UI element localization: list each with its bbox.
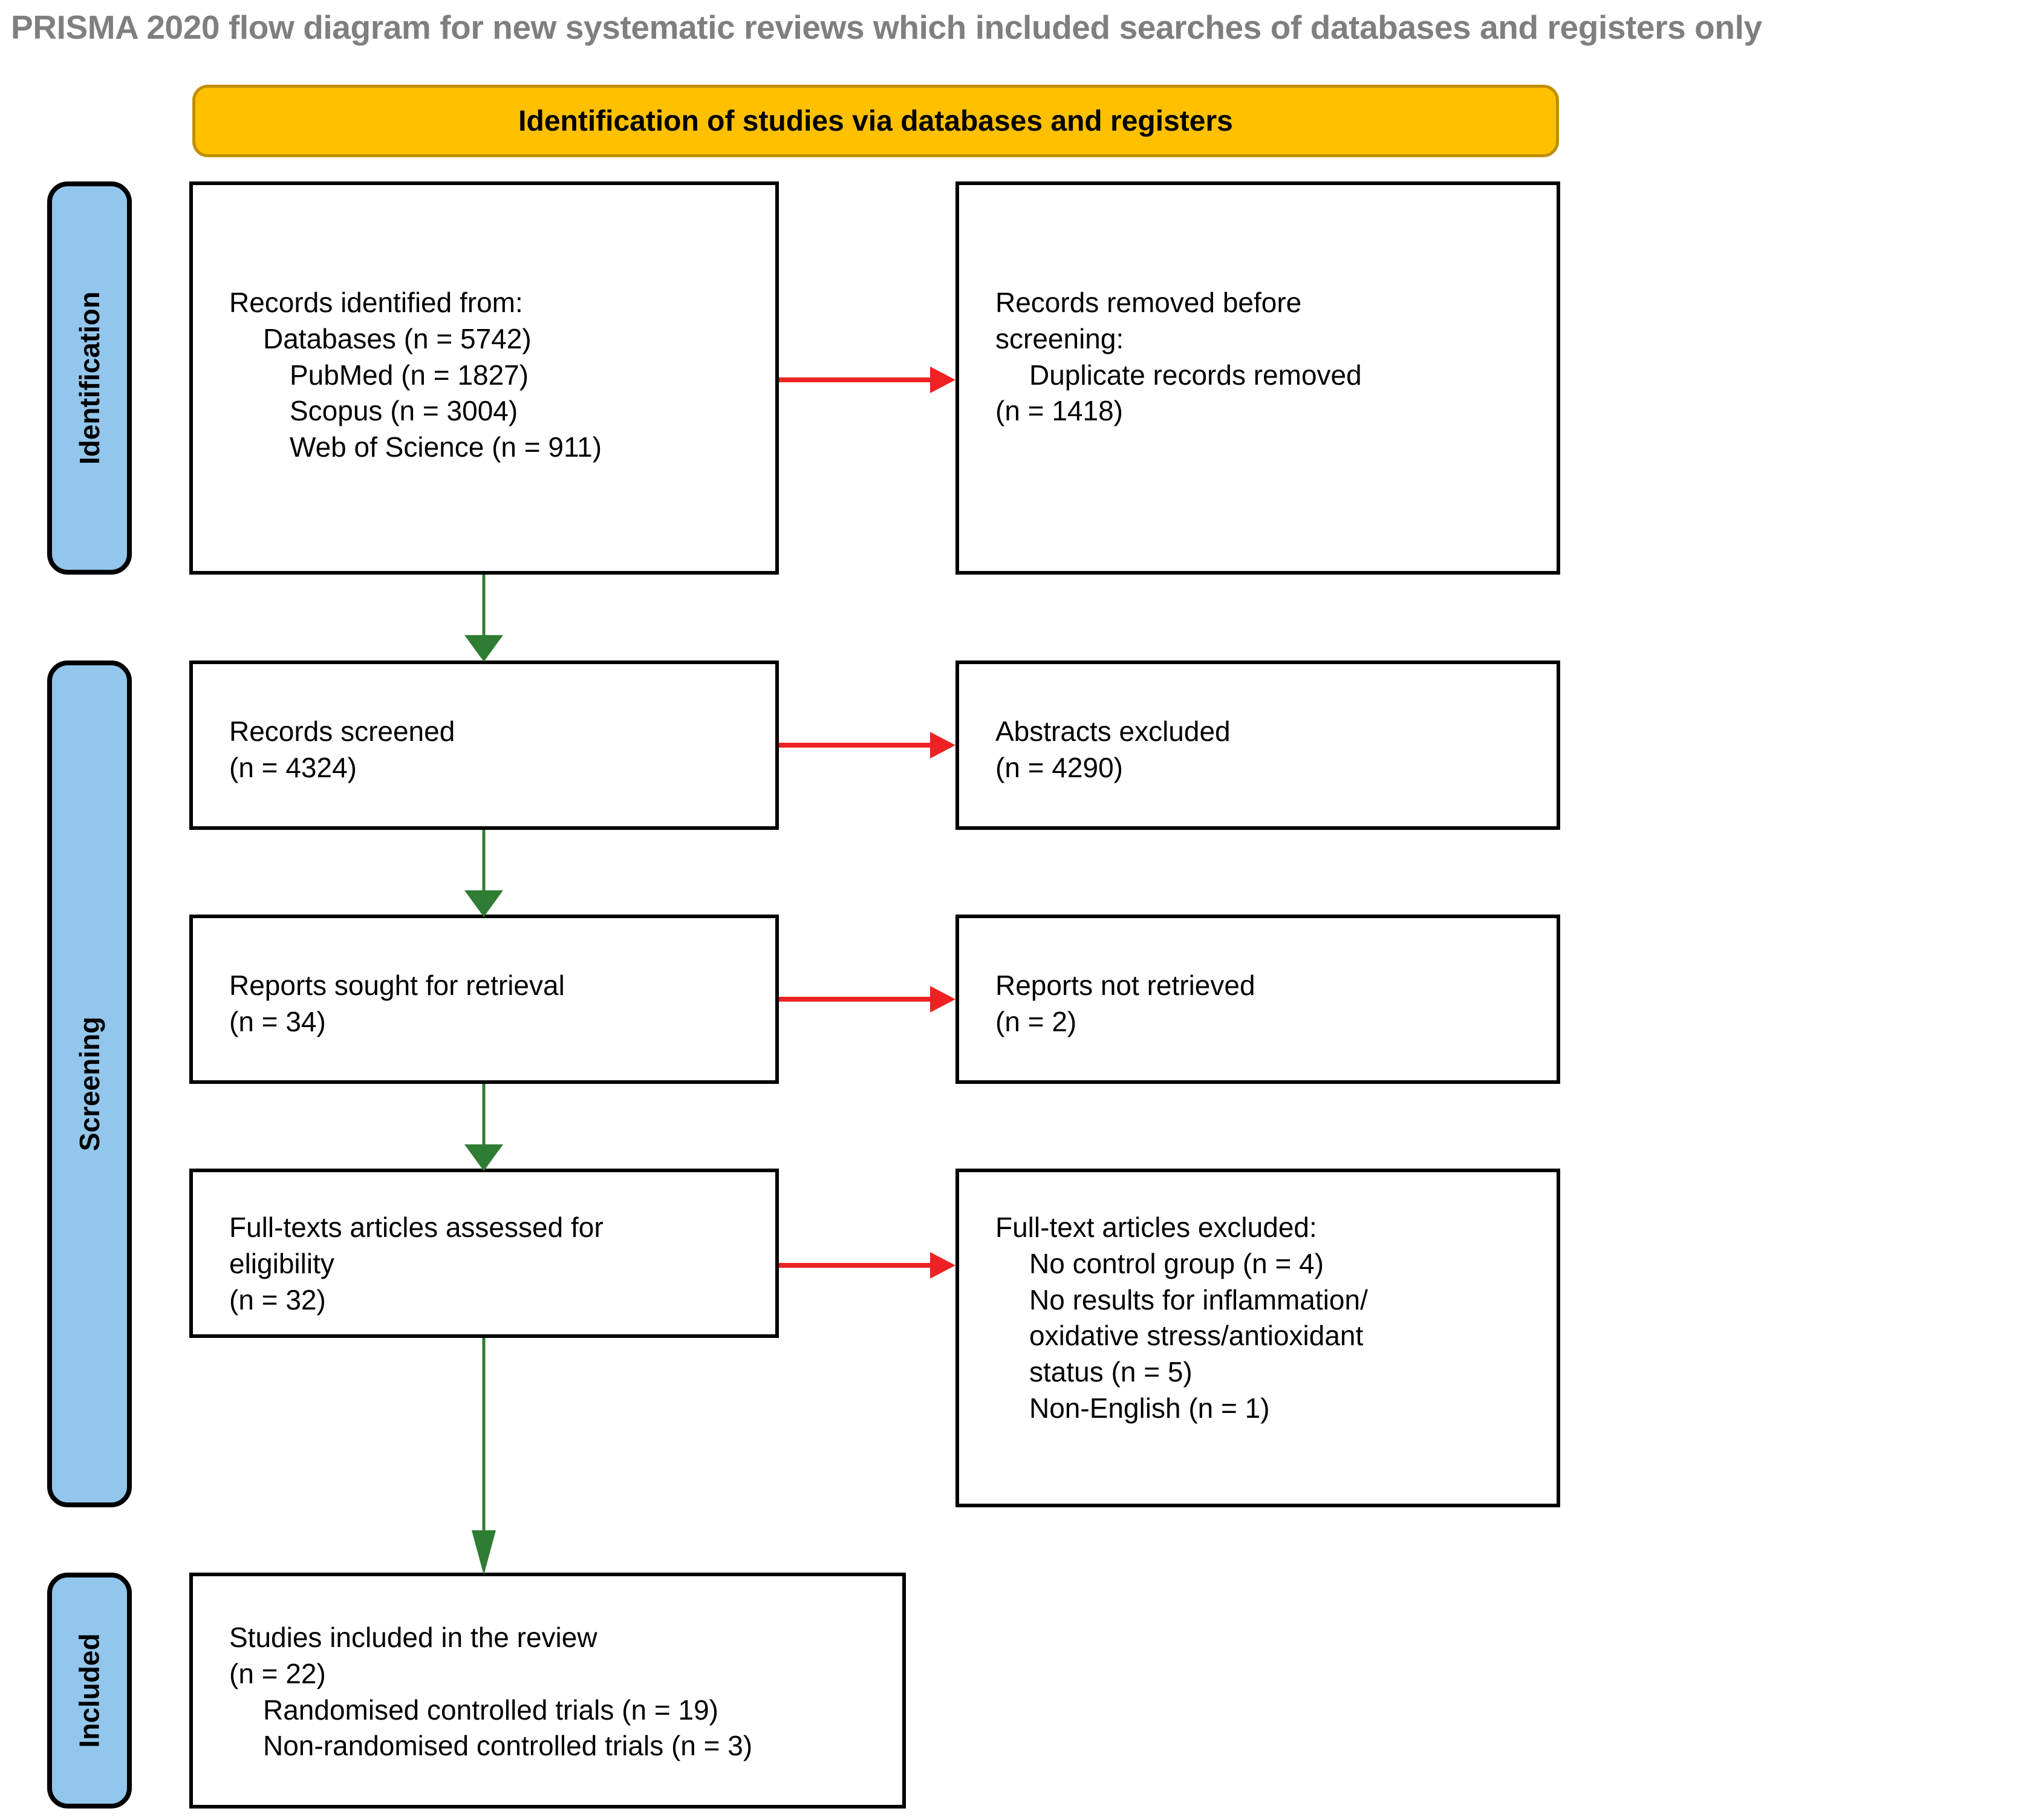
text-line: (n = 1418): [995, 395, 1123, 427]
box-records-removed-text: Records removed before screening: Duplic…: [995, 285, 1541, 429]
text-line: (n = 4290): [995, 751, 1123, 783]
text-line: Records identified from:: [229, 287, 523, 318]
identification-banner: Identification of studies via databases …: [192, 85, 1559, 157]
box-reports-not-retrieved: Reports not retrieved (n = 2): [955, 915, 1560, 1084]
text-line: Reports not retrieved: [995, 970, 1255, 1001]
box-abstracts-excluded: Abstracts excluded (n = 4290): [955, 660, 1560, 830]
text-line: No results for inflammation/: [1029, 1283, 1368, 1316]
box-records-removed-before-screening: Records removed before screening: Duplic…: [955, 181, 1560, 575]
text-line: Scopus (n = 3004): [290, 395, 518, 427]
text-line: screening:: [995, 322, 1124, 354]
box-records-identified: Records identified from: Databases (n = …: [189, 181, 779, 575]
stage-label-identification: Identification: [74, 291, 106, 465]
box-fulltext-assessed-for-eligibility: Full-texts articles assessed for eligibi…: [189, 1169, 779, 1338]
box-studies-included-in-review: Studies included in the review (n = 22) …: [189, 1573, 906, 1809]
text-line: Reports sought for retrieval: [229, 970, 565, 1001]
text-line: Full-texts articles assessed for: [229, 1212, 604, 1243]
box-fulltext-assessed-text: Full-texts articles assessed for eligibi…: [229, 1210, 760, 1318]
text-line: (n = 4324): [229, 751, 357, 783]
text-line: eligibility: [229, 1247, 334, 1279]
box-records-screened-text: Records screened (n = 4324): [229, 714, 760, 786]
arrow-fulltext-to-excluded: [779, 1247, 960, 1283]
box-reports-sought-text: Reports sought for retrieval (n = 34): [229, 968, 760, 1040]
arrow-sought-to-not-retrieved: [779, 981, 960, 1017]
text-line: Non-English (n = 1): [1029, 1392, 1270, 1424]
text-line: PubMed (n = 1827): [290, 359, 529, 391]
text-line: Full-text articles excluded:: [995, 1212, 1317, 1243]
text-line: Web of Science (n = 911): [290, 431, 602, 463]
arrow-sought-to-fulltext: [447, 1084, 520, 1172]
box-fulltext-articles-excluded: Full-text articles excluded: No control …: [955, 1169, 1560, 1507]
text-line: Databases (n = 5742): [263, 322, 532, 354]
page-title: PRISMA 2020 flow diagram for new systema…: [11, 8, 1762, 46]
box-reports-not-retrieved-text: Reports not retrieved (n = 2): [995, 968, 1541, 1040]
text-line: (n = 34): [229, 1005, 326, 1037]
stage-bar-included: Included: [47, 1573, 132, 1809]
arrow-identified-to-screened: [447, 575, 520, 663]
box-records-screened: Records screened (n = 4324): [189, 660, 779, 830]
text-line: (n = 2): [995, 1005, 1077, 1037]
text-line: Abstracts excluded: [995, 716, 1231, 747]
arrow-screened-to-sought: [447, 830, 520, 918]
text-line: (n = 32): [229, 1283, 326, 1316]
stage-bar-screening: Screening: [47, 660, 132, 1507]
text-line: Records screened: [229, 716, 455, 747]
box-reports-sought-for-retrieval: Reports sought for retrieval (n = 34): [189, 915, 779, 1084]
text-line: Non-randomised controlled trials (n = 3): [263, 1730, 753, 1762]
arrow-fulltext-to-included: [447, 1338, 520, 1576]
box-abstracts-excluded-text: Abstracts excluded (n = 4290): [995, 714, 1541, 786]
box-studies-included-text: Studies included in the review (n = 22) …: [229, 1620, 887, 1764]
text-line: (n = 22): [229, 1657, 326, 1689]
stage-label-screening: Screening: [74, 1016, 106, 1152]
stage-bar-identification: Identification: [47, 181, 132, 575]
box-records-identified-text: Records identified from: Databases (n = …: [229, 285, 760, 466]
text-line: Studies included in the review: [229, 1622, 597, 1653]
text-line: Randomised controlled trials (n = 19): [263, 1694, 718, 1726]
box-fulltext-excluded-text: Full-text articles excluded: No control …: [995, 1210, 1541, 1427]
arrow-screened-to-abstracts-excluded: [779, 727, 960, 763]
identification-banner-label: Identification of studies via databases …: [518, 105, 1233, 137]
text-line: status (n = 5): [1029, 1356, 1193, 1388]
text-line: oxidative stress/antioxidant: [1029, 1320, 1364, 1352]
text-line: Records removed before: [995, 287, 1302, 318]
arrow-identified-to-removed: [779, 362, 960, 398]
text-line: Duplicate records removed: [1029, 359, 1362, 391]
stage-label-included: Included: [74, 1633, 105, 1748]
text-line: No control group (n = 4): [1029, 1247, 1324, 1279]
